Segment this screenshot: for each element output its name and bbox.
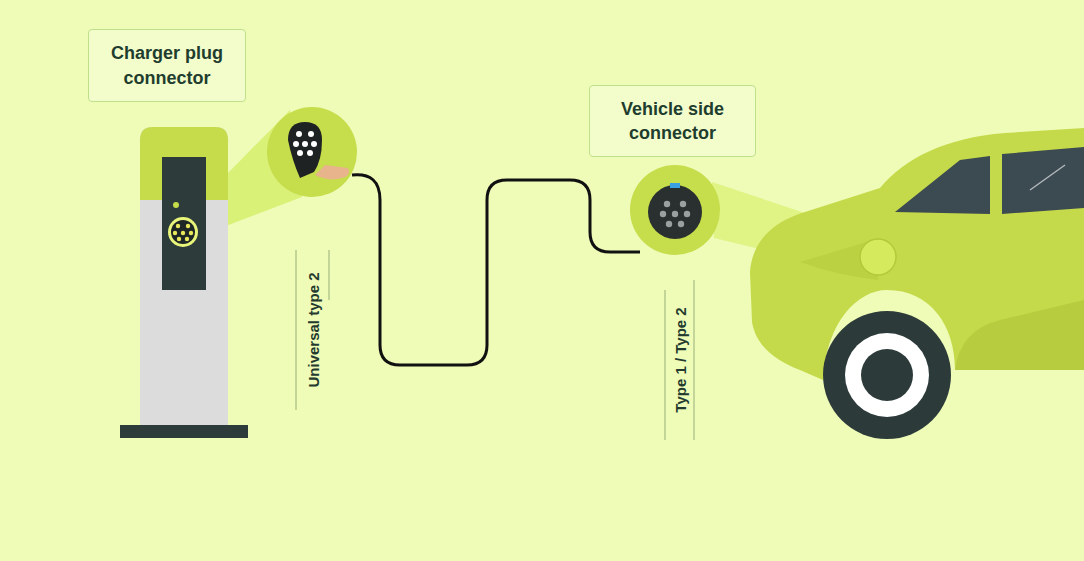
label-rule	[665, 290, 666, 440]
hand	[315, 165, 349, 179]
label-box: Charger plug connector	[88, 29, 246, 102]
car-window	[1002, 147, 1084, 214]
socket-ring	[168, 217, 198, 247]
label-rule	[694, 280, 695, 440]
rim	[845, 333, 929, 417]
socket-pins	[173, 224, 193, 241]
label-rule	[329, 250, 330, 300]
charging-cable	[352, 175, 640, 365]
callout-circle	[630, 165, 720, 255]
socket-pins	[660, 201, 690, 227]
label-box: Vehicle side connector	[589, 85, 756, 157]
glass-glint	[1030, 165, 1065, 190]
vehicle-socket	[648, 185, 702, 239]
socket-latch	[670, 183, 680, 188]
car-window	[895, 156, 990, 214]
charger-socket	[171, 220, 195, 244]
plug-pins	[293, 131, 317, 156]
box-label: Charger plug connector	[101, 41, 233, 90]
charger-base	[120, 425, 248, 438]
label-rule	[296, 250, 297, 410]
box-label: Vehicle side connector	[602, 97, 743, 146]
hub	[861, 349, 913, 401]
status-light	[173, 202, 179, 208]
tyre	[823, 311, 951, 439]
charger-body	[140, 127, 228, 425]
callout-circle	[267, 107, 357, 197]
charger-panel	[162, 157, 206, 290]
connector-type-label: Universal type 2	[305, 270, 322, 389]
plug-head	[288, 122, 322, 178]
connector-type-label: Type 1 / Type 2	[672, 305, 689, 414]
charge-port-door	[860, 239, 896, 275]
